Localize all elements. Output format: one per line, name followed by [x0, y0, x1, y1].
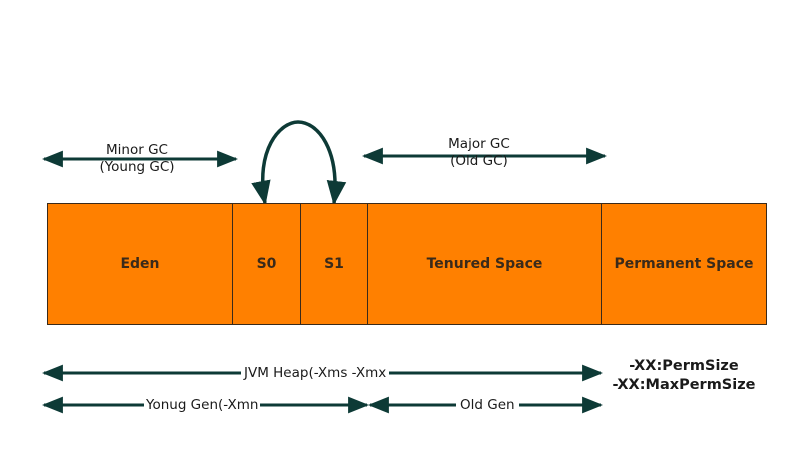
eden-label: Eden: [120, 256, 160, 272]
s1-region: S1: [300, 203, 368, 325]
minor-gc-label: Minor GC (Young GC): [87, 142, 187, 176]
perm-size-label: -XX:PermSize -XX:MaxPermSize: [604, 357, 764, 395]
permanent-region: Permanent Space: [601, 203, 767, 325]
jvm-heap-label: JVM Heap(-Xms -Xmx: [241, 364, 390, 382]
permanent-label: Permanent Space: [614, 256, 754, 272]
major-gc-label: Major GC (Old GC): [429, 136, 529, 170]
s1-label: S1: [324, 256, 344, 272]
survivor-swap-arc: [251, 120, 347, 206]
s0-label: S0: [256, 256, 277, 272]
tenured-label: Tenured Space: [426, 256, 543, 272]
eden-region: Eden: [47, 203, 233, 325]
major-gc-line2: (Old GC): [450, 153, 508, 169]
tenured-region: Tenured Space: [367, 203, 602, 325]
major-gc-line1: Major GC: [448, 136, 510, 152]
young-gen-label: Yonug Gen(-Xmn: [144, 396, 261, 414]
minor-gc-line1: Minor GC: [106, 142, 168, 158]
old-gen-label: Old Gen: [456, 396, 519, 414]
s0-region: S0: [232, 203, 301, 325]
minor-gc-line2: (Young GC): [99, 159, 175, 175]
perm-size-line1: -XX:PermSize: [629, 358, 739, 374]
perm-size-line2: -XX:MaxPermSize: [612, 377, 756, 393]
